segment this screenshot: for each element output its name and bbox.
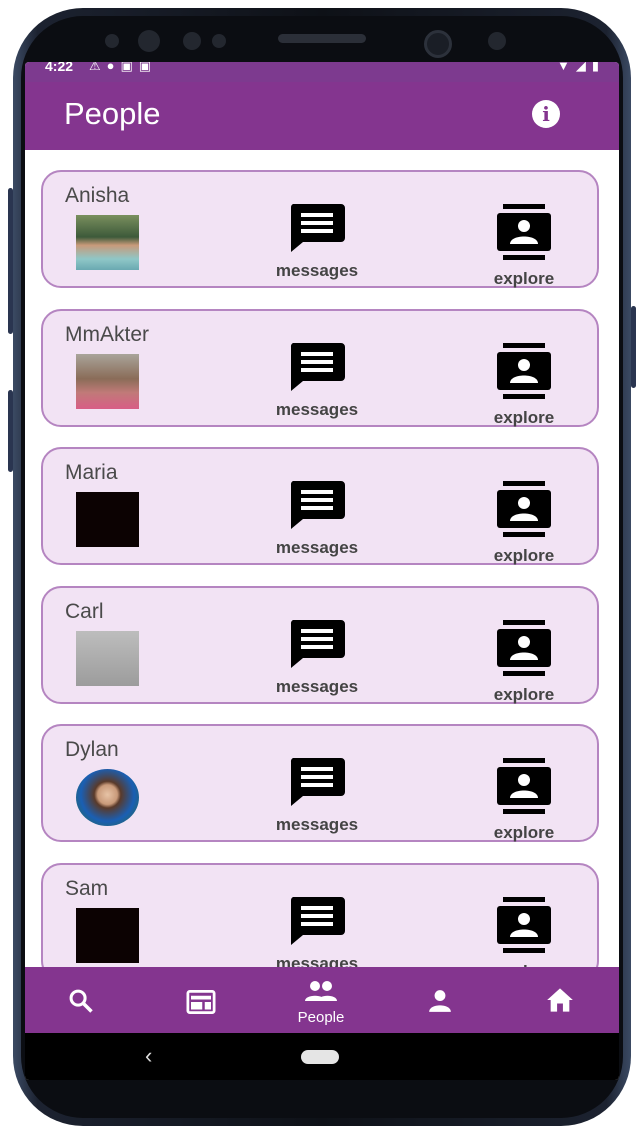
explore-button[interactable]: explore: [469, 619, 579, 705]
earpiece-speaker: [278, 34, 366, 43]
avatar: [76, 769, 139, 826]
avatar: [76, 353, 139, 409]
messages-button[interactable]: messages: [262, 896, 372, 968]
sensor: [183, 32, 201, 50]
person-card[interactable]: Anisha messages explore: [41, 170, 599, 288]
notification-icons: ⚠●▣▣: [89, 62, 158, 73]
info-icon[interactable]: i: [532, 100, 560, 128]
explore-button[interactable]: explore: [469, 896, 579, 968]
messages-label: messages: [275, 399, 359, 419]
message-icon: [290, 619, 345, 668]
home-icon: [547, 988, 573, 1012]
messages-button[interactable]: messages: [262, 758, 372, 835]
app-bar: People i: [25, 82, 619, 150]
explore-button[interactable]: explore: [469, 342, 579, 428]
contact-card-icon: [497, 758, 551, 814]
messages-button[interactable]: messages: [262, 342, 372, 420]
status-time: 4:22: [45, 62, 74, 74]
person-name: MmAkter: [65, 322, 149, 346]
message-icon: [290, 342, 345, 391]
avatar: [76, 907, 139, 963]
page-title: People: [64, 96, 161, 131]
explore-button[interactable]: explore: [469, 481, 579, 566]
message-icon: [290, 204, 345, 252]
explore-button[interactable]: explore: [469, 204, 579, 289]
front-camera: [424, 30, 452, 58]
explore-label: explore: [493, 407, 555, 427]
explore-button[interactable]: explore: [469, 758, 579, 843]
person-icon: [429, 990, 451, 1012]
person-card[interactable]: Dylan messages explore: [41, 724, 599, 842]
nav-people[interactable]: People: [262, 967, 380, 1033]
messages-label: messages: [275, 953, 359, 968]
person-name: Anisha: [65, 184, 130, 207]
person-card[interactable]: Sam messages explore: [41, 862, 599, 968]
system-icons: ▼◢▮: [556, 62, 605, 73]
person-name: Sam: [65, 876, 109, 900]
contact-card-icon: [497, 342, 551, 399]
sensor: [105, 34, 119, 48]
nav-people-label: People: [297, 1009, 345, 1026]
sensor: [488, 32, 506, 50]
messages-label: messages: [275, 815, 359, 834]
contact-card-icon: [497, 204, 551, 260]
contact-card-icon: [497, 896, 551, 953]
explore-label: explore: [493, 269, 555, 288]
nav-home[interactable]: [500, 967, 618, 1033]
nav-search[interactable]: [25, 967, 143, 1033]
person-card[interactable]: Maria messages explore: [41, 447, 599, 565]
avatar: [76, 492, 139, 547]
people-icon: [305, 981, 337, 1001]
messages-button[interactable]: messages: [262, 619, 372, 697]
messages-button[interactable]: messages: [262, 204, 372, 281]
system-navigation-bar: ‹: [25, 1033, 619, 1080]
sensor: [138, 30, 160, 52]
home-pill[interactable]: [301, 1050, 339, 1064]
messages-label: messages: [275, 261, 359, 280]
search-icon: [69, 989, 93, 1013]
messages-button[interactable]: messages: [262, 481, 372, 558]
power-button: [631, 306, 636, 388]
explore-label: explore: [469, 962, 579, 968]
message-icon: [290, 896, 345, 945]
person-card[interactable]: MmAkter messages explore: [41, 308, 599, 428]
avatar: [76, 630, 139, 686]
messages-label: messages: [275, 538, 359, 557]
person-card[interactable]: Carl messages explore: [41, 585, 599, 705]
people-list[interactable]: Anisha messages explore MmAkter: [25, 150, 619, 967]
back-icon[interactable]: ‹: [145, 1043, 153, 1068]
app-screen: 4:22 ⚠●▣▣ ▼◢▮ People i Anisha messages: [25, 62, 619, 1080]
explore-label: explore: [493, 546, 555, 565]
message-icon: [290, 481, 345, 529]
contact-card-icon: [497, 619, 551, 676]
nav-feed[interactable]: [143, 967, 261, 1033]
nav-profile[interactable]: [381, 967, 499, 1033]
messages-label: messages: [275, 676, 359, 696]
volume-button-2: [8, 390, 13, 472]
explore-label: explore: [493, 684, 555, 704]
status-bar: 4:22 ⚠●▣▣ ▼◢▮: [25, 62, 619, 82]
sensor: [212, 34, 226, 48]
person-name: Carl: [65, 599, 104, 623]
bottom-navigation: People: [25, 967, 619, 1033]
person-name: Maria: [65, 461, 118, 484]
person-name: Dylan: [65, 738, 119, 761]
feed-icon: [186, 990, 216, 1014]
volume-button: [8, 188, 13, 334]
avatar: [76, 215, 139, 270]
explore-label: explore: [493, 823, 555, 842]
contact-card-icon: [497, 481, 551, 537]
message-icon: [290, 758, 345, 806]
